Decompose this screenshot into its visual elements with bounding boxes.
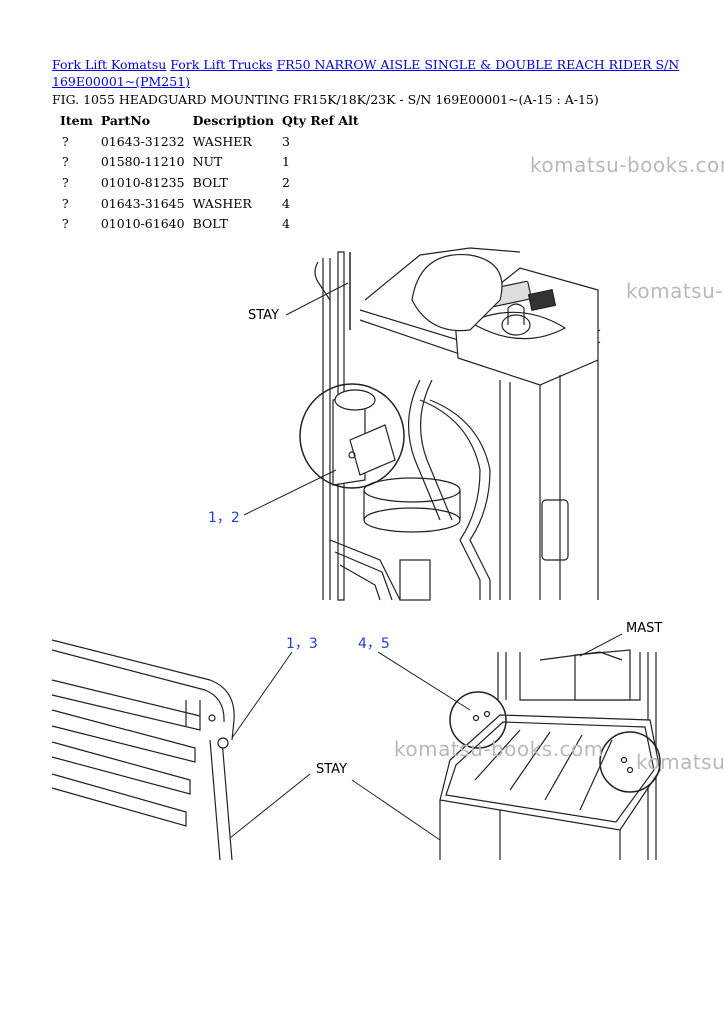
cell-description: WASHER	[192, 195, 252, 211]
cell-partno: 01580-11210	[100, 154, 185, 170]
header-qty-ref-alt: Qty Ref Alt	[282, 113, 359, 128]
cell-item: ?	[62, 174, 69, 190]
breadcrumb: Fork Lift Komatsu Fork Lift Trucks FR50 …	[52, 56, 692, 90]
cell-description: NUT	[192, 154, 223, 170]
breadcrumb-link-komatsu[interactable]: Fork Lift Komatsu	[52, 57, 167, 72]
watermark: komatsu-books.com	[530, 153, 724, 177]
table-row: ? 01580-11210 NUT 1	[56, 152, 363, 173]
cell-item: ?	[62, 133, 69, 149]
cell-description: BOLT	[192, 216, 228, 232]
cell-partno: 01643-31232	[100, 133, 185, 149]
breadcrumb-link-trucks[interactable]: Fork Lift Trucks	[170, 57, 273, 72]
table-header-row: Item PartNo Description Qty Ref Alt	[56, 110, 363, 131]
callout-4-5: 4，5	[358, 636, 390, 652]
top-illustration	[243, 247, 601, 601]
watermark: komatsu-	[626, 279, 723, 303]
cell-description: WASHER	[192, 133, 252, 149]
cell-description: BOLT	[192, 174, 228, 190]
cell-qty: 2	[282, 174, 290, 190]
watermark: komatsu	[636, 750, 724, 774]
cell-item: ?	[62, 216, 69, 232]
cell-qty: 1	[282, 154, 290, 170]
label-stay-top: STAY	[248, 308, 279, 323]
cell-partno: 01010-81235	[100, 174, 185, 190]
breadcrumb-link-model[interactable]: FR50 NARROW AISLE SINGLE & DOUBLE REACH …	[52, 57, 680, 89]
table-row: ? 01010-81235 BOLT 2	[56, 172, 363, 193]
label-stay-bottom: STAY	[316, 762, 347, 777]
cell-qty: 4	[282, 195, 290, 211]
figure-title: FIG. 1055 HEADGUARD MOUNTING FR15K/18K/2…	[52, 92, 599, 107]
cell-qty: 3	[282, 133, 290, 149]
header-item: Item	[60, 113, 93, 128]
table-row: ? 01643-31645 WASHER 4	[56, 193, 363, 214]
callout-1-2: 1，2	[208, 510, 240, 526]
bottom-right-illustration	[351, 633, 661, 860]
cell-qty: 4	[282, 216, 290, 232]
header-partno: PartNo	[100, 113, 151, 128]
watermark: komatsu-books.com	[394, 737, 604, 761]
cell-partno: 01643-31645	[100, 195, 185, 211]
cell-item: ?	[62, 154, 69, 170]
label-mast: MAST	[626, 621, 662, 636]
table-row: ? 01010-61640 BOLT 4	[56, 213, 363, 234]
bottom-left-illustration	[51, 639, 311, 861]
callout-1-3: 1，3	[286, 636, 318, 652]
table-row: ? 01643-31232 WASHER 3	[56, 131, 363, 152]
cell-partno: 01010-61640	[100, 216, 185, 232]
parts-table: Item PartNo Description Qty Ref Alt ? 01…	[56, 110, 363, 234]
cell-item: ?	[62, 195, 69, 211]
header-description: Description	[192, 113, 275, 128]
